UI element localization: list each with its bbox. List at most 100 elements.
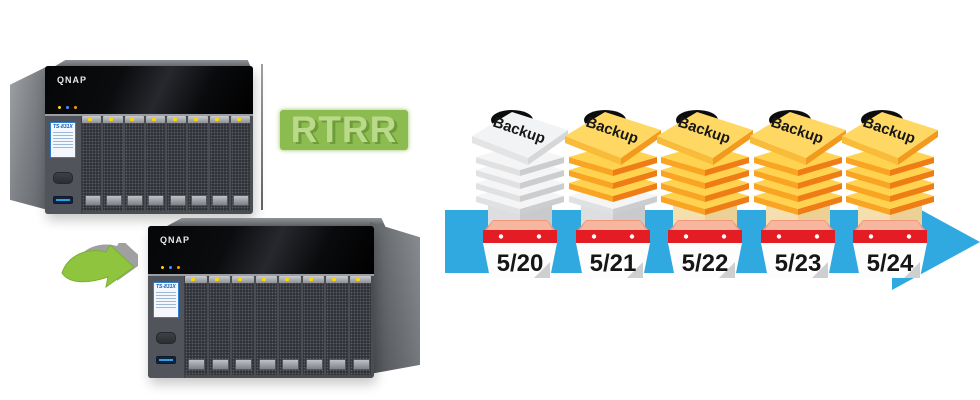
bay-handle (167, 116, 187, 123)
nas-target: QNAP TS-831X (148, 218, 420, 382)
bay-handle (145, 116, 165, 123)
bay-handle (326, 276, 348, 283)
status-leds (58, 106, 77, 109)
bay-led-icon (355, 278, 360, 281)
drive-bays (82, 116, 250, 211)
bay-latch (84, 195, 101, 206)
bay-latch (352, 359, 370, 370)
calendar-date: 5/23 (761, 220, 835, 278)
bay-handle (185, 276, 207, 283)
bay-handle (232, 276, 254, 283)
drive-bay (82, 116, 102, 211)
bay-led-icon (130, 118, 135, 121)
qnap-logo: QNAP (57, 75, 88, 85)
bay-led-icon (261, 278, 266, 281)
calendar-date: 5/24 (853, 220, 927, 278)
nas-front-panel: QNAP TS-831X (45, 66, 253, 214)
power-button (156, 332, 176, 344)
bay-led-icon (236, 118, 241, 121)
bay-led-icon (214, 278, 219, 281)
status-led-icon (161, 266, 164, 269)
bay-latch (233, 195, 250, 206)
backup-day: Backup 5/21 (565, 110, 661, 278)
nas-front-panel: QNAP TS-831X (148, 226, 374, 378)
nas-source: QNAP TS-831X (10, 60, 263, 216)
drive-bay (185, 276, 207, 375)
drive-bay (230, 116, 250, 211)
nas-top-panel (48, 60, 252, 70)
nas-side-panel (10, 66, 48, 210)
backup-day: Backup 5/20 (472, 110, 568, 278)
drive-bay (208, 276, 230, 375)
backup-stack: Backup (750, 110, 846, 238)
bay-led-icon (308, 278, 313, 281)
drive-bay (145, 116, 165, 211)
bay-led-icon (238, 278, 243, 281)
bay-latch (235, 359, 253, 370)
backup-stack: Backup (565, 110, 661, 238)
usb-port (156, 356, 176, 364)
date-label: 5/24 (867, 250, 914, 277)
model-sticker: TS-831X (153, 282, 179, 318)
bay-led-icon (215, 118, 220, 121)
bay-handle (349, 276, 371, 283)
bay-latch (212, 195, 229, 206)
bay-handle (103, 116, 123, 123)
bay-latch (190, 195, 207, 206)
usb-led-icon (74, 106, 77, 109)
drive-bay (124, 116, 144, 211)
nas-top-panel (163, 218, 386, 228)
bay-led-icon (151, 118, 156, 121)
nas-status-panel: QNAP (148, 226, 374, 276)
bay-latch (305, 359, 323, 370)
calendar-date: 5/20 (483, 220, 557, 278)
bay-led-icon (191, 278, 196, 281)
calendar-date: 5/22 (668, 220, 742, 278)
bay-handle (82, 116, 102, 123)
bay-latch (329, 359, 347, 370)
bay-handle (188, 116, 208, 123)
bay-handle (230, 116, 250, 123)
power-button (53, 172, 73, 184)
bay-handle (208, 276, 230, 283)
bay-led-icon (194, 118, 199, 121)
status-leds (161, 266, 180, 269)
bay-led-icon (109, 118, 114, 121)
green-curved-arrow-icon (61, 243, 138, 289)
bay-led-icon (172, 118, 177, 121)
bay-led-icon (285, 278, 290, 281)
bay-handle (209, 116, 229, 123)
bay-handle (124, 116, 144, 123)
lan-led-icon (66, 106, 69, 109)
backup-day: Backup 5/23 (750, 110, 846, 278)
qnap-logo: QNAP (160, 235, 191, 245)
backup-folder: Backup (750, 110, 846, 165)
calendar-date: 5/21 (576, 220, 650, 278)
nas-control-column: TS-831X (148, 276, 185, 378)
usb-led-icon (177, 266, 180, 269)
nas-status-panel: QNAP (45, 66, 253, 116)
nas-control-column: TS-831X (45, 116, 82, 214)
lan-led-icon (169, 266, 172, 269)
bay-handle (302, 276, 324, 283)
usb-port (53, 196, 73, 204)
bay-latch (282, 359, 300, 370)
bay-latch (148, 195, 165, 206)
drive-bay (302, 276, 324, 375)
date-label: 5/23 (775, 250, 822, 277)
drive-bay (255, 276, 277, 375)
bay-led-icon (87, 118, 92, 121)
date-label: 5/20 (497, 250, 544, 277)
nas-rear-edge (261, 64, 263, 210)
drive-bay (209, 116, 229, 211)
backup-folder: Backup (842, 110, 938, 165)
bay-latch (169, 195, 186, 206)
date-label: 5/21 (590, 250, 637, 277)
rtrr-badge: RTRR (280, 110, 408, 150)
drive-bays (185, 276, 371, 375)
drive-bay (167, 116, 187, 211)
drive-bay (188, 116, 208, 211)
model-label: TS-831X (156, 284, 176, 290)
bay-latch (211, 359, 229, 370)
